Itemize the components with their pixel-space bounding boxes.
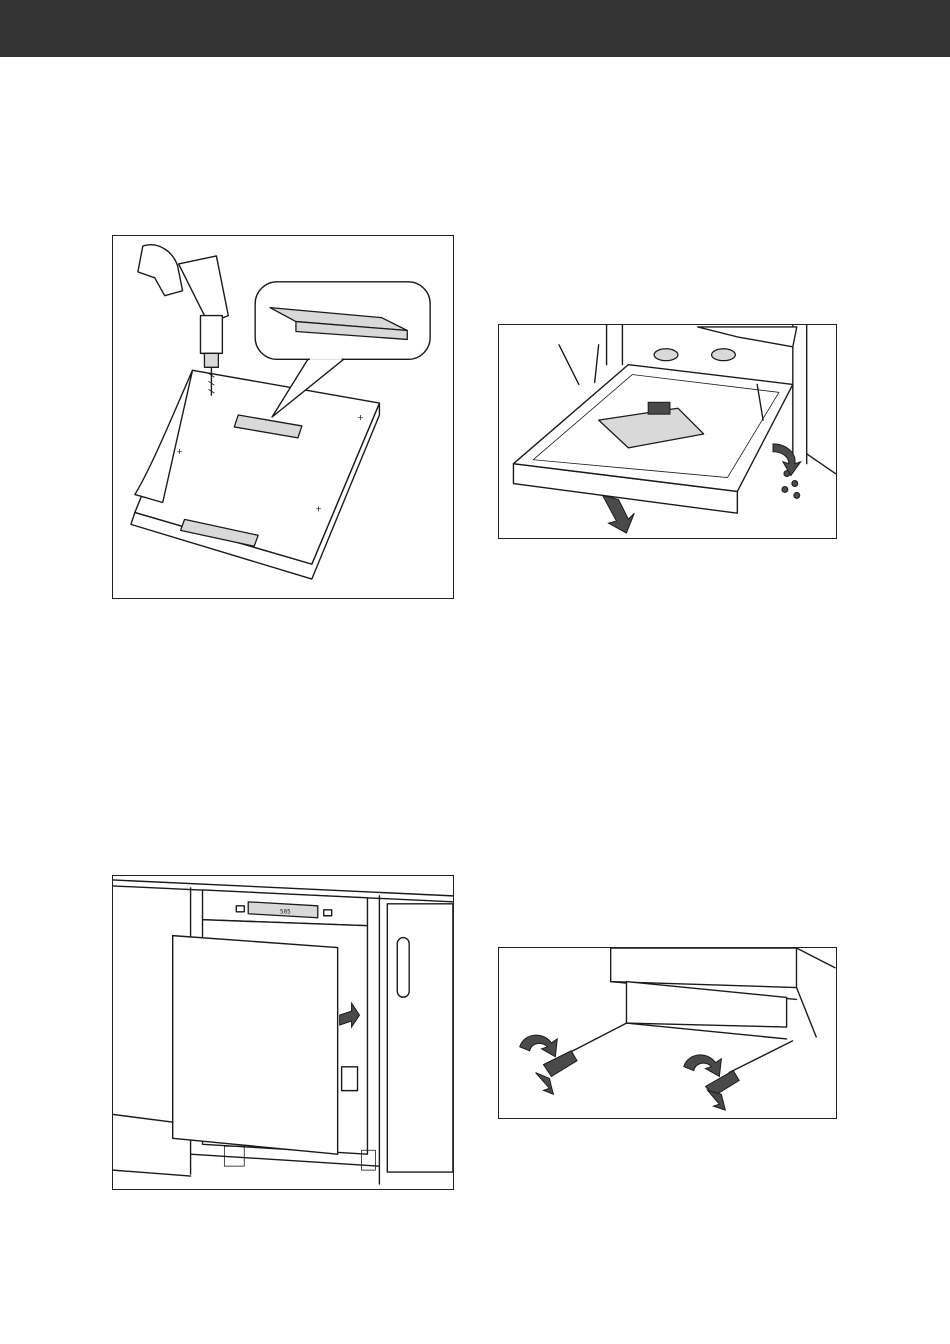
svg-text:+: + (358, 413, 364, 424)
svg-text:+: + (316, 504, 322, 515)
decor-panel-icon (173, 936, 338, 1155)
display-time: 505 (280, 909, 291, 916)
header-bar (0, 0, 950, 57)
cabinet-handle-icon (397, 938, 409, 998)
figure-adjust-feet (498, 947, 837, 1119)
screwdriver-icon (543, 1023, 792, 1096)
figure-remove-screws (498, 324, 837, 539)
dishwasher-door-icon (513, 365, 792, 514)
figure-drill-panel: + + + (112, 235, 454, 599)
svg-text:+: + (177, 447, 183, 458)
hand-drill-icon (138, 245, 228, 395)
figure-mount-panel: 505 (112, 875, 454, 1190)
decor-panel-icon: + + + (131, 370, 380, 579)
